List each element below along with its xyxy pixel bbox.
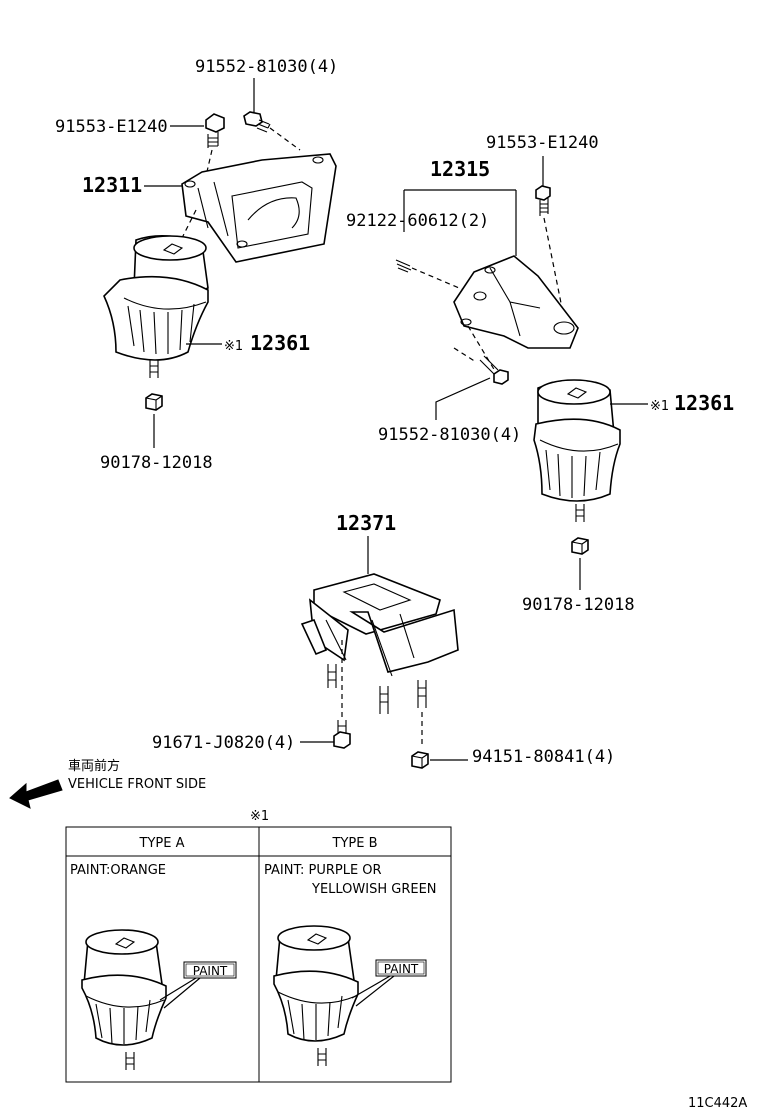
note-table — [65, 826, 452, 1083]
nut-94151-icon — [411, 751, 429, 769]
engine-mount-right-icon — [533, 379, 621, 522]
callout-rear-mount: 12371 — [336, 511, 396, 535]
type-a-paint: PAINT:ORANGE — [70, 863, 166, 878]
type-b-paint-line2: YELLOWISH GREEN — [311, 882, 437, 897]
callout-rear-bolt: 91671-J0820(4) — [152, 733, 295, 753]
nut-left-icon — [145, 393, 163, 411]
callout-mount-right: 12361 — [674, 391, 734, 415]
bracket-12315-icon — [453, 255, 579, 349]
paint-tag-b: PAINT — [384, 962, 419, 976]
callout-mount-left-mark: ※1 — [224, 339, 243, 354]
paint-tag-a: PAINT — [193, 964, 228, 978]
figure-code: 11C442A — [688, 1096, 747, 1111]
callout-bolt-top: 91552-81030(4) — [195, 57, 338, 77]
bolt-91552-left-icon — [243, 111, 271, 133]
stud-92122-icon — [395, 259, 412, 273]
mount-type-a-icon — [81, 929, 167, 1070]
callout-stud-right: 92122-60612(2) — [346, 211, 489, 231]
direction-label-jp: 車両前方 — [68, 758, 120, 774]
callout-bolt-right: 91552-81030(4) — [378, 425, 521, 445]
table-mark: ※1 — [250, 809, 269, 824]
rear-mount-12371-icon — [300, 573, 459, 714]
bolt-91671-icon — [333, 720, 351, 749]
callout-nut-right: 90178-12018 — [522, 595, 635, 615]
table-header-type-b: TYPE B — [332, 836, 378, 851]
callout-bracket-left: 12311 — [82, 173, 142, 197]
callout-mount-right-mark: ※1 — [650, 399, 669, 414]
callout-rear-nut: 94151-80841(4) — [472, 747, 615, 767]
bracket-12311-icon — [181, 153, 337, 263]
callout-bolt-right-top: 91553-E1240 — [486, 133, 599, 153]
nut-right-icon — [571, 537, 589, 555]
bolt-91552-right-icon — [479, 355, 509, 385]
callout-mount-left: 12361 — [250, 331, 310, 355]
engine-mount-left-icon — [103, 235, 209, 378]
table-header-type-a: TYPE A — [139, 836, 185, 851]
type-b-paint-line1: PAINT: PURPLE OR — [264, 863, 382, 878]
bolt-91553-right-icon — [535, 185, 551, 216]
bolt-91553-left-icon — [205, 113, 225, 148]
direction-label-en: VEHICLE FRONT SIDE — [68, 777, 206, 792]
mount-type-b-icon — [273, 925, 359, 1066]
callout-bracket-right: 12315 — [430, 157, 490, 181]
arrow-left-icon — [9, 779, 63, 809]
callout-nut-left: 90178-12018 — [100, 453, 213, 473]
callout-bolt-left: 91553-E1240 — [55, 117, 168, 137]
